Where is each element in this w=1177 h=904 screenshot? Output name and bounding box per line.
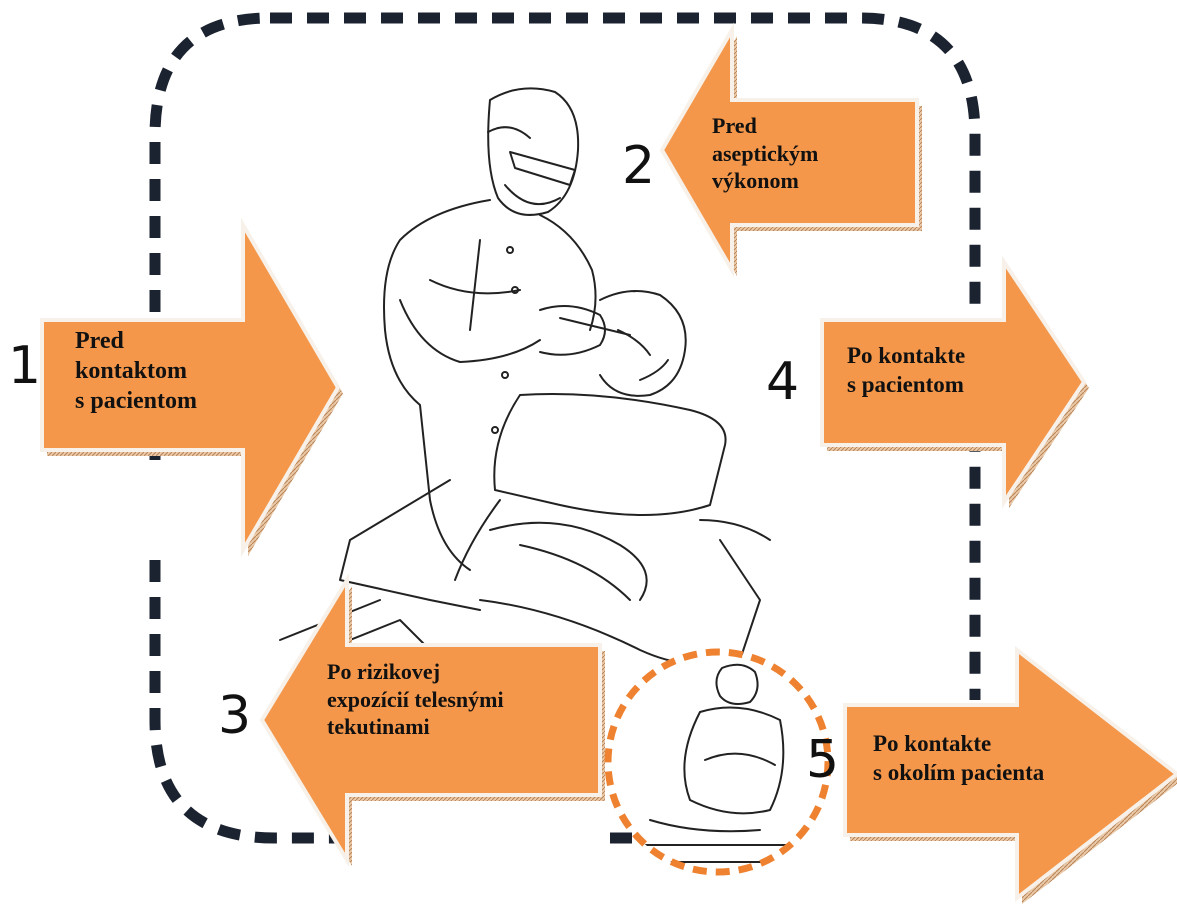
moment-1-number: 1 [8,340,41,392]
moment-2-label-line: výkonom [712,167,818,195]
moment-1-label-line: kontaktom [75,356,197,386]
moment-3-label: Po rizikovej expozícií telesnými tekutin… [327,658,504,741]
moment-4-number: 4 [766,356,799,408]
moment-3-label-line: tekutinami [327,713,504,741]
moment-3-label-line: expozícií telesnými [327,686,504,714]
moment-2-label: Pred aseptickým výkonom [712,112,818,195]
moment-5-number: 5 [806,734,839,786]
moment-1-label-line: s pacientom [75,386,197,416]
moment-4-label-line: Po kontakte [847,342,965,371]
moment-5-label: Po kontakte s okolím pacienta [873,730,1044,788]
moment-4-label: Po kontakte s pacientom [847,342,965,400]
moment-5-label-line: s okolím pacienta [873,759,1044,788]
moment-1-label-line: Pred [75,326,197,356]
moment-1-label: Pred kontaktom s pacientom [75,326,197,416]
moment-3-label-line: Po rizikovej [327,658,504,686]
moment-2-label-line: Pred [712,112,818,140]
moment-3-number: 3 [218,690,251,742]
moment-2-label-line: aseptickým [712,140,818,168]
moment-2-number: 2 [622,140,655,192]
moment-4-label-line: s pacientom [847,371,965,400]
moment-5-label-line: Po kontakte [873,730,1044,759]
